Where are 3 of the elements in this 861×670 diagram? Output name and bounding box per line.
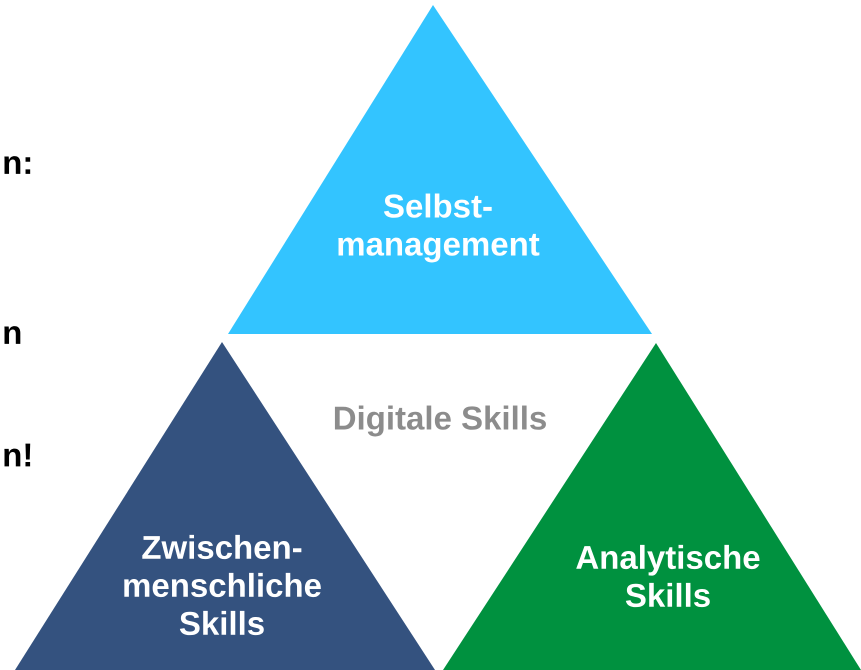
text-label: n:: [4, 156, 30, 174]
triangle: Selbst- management: [228, 5, 652, 334]
text-label: n: [4, 326, 20, 344]
